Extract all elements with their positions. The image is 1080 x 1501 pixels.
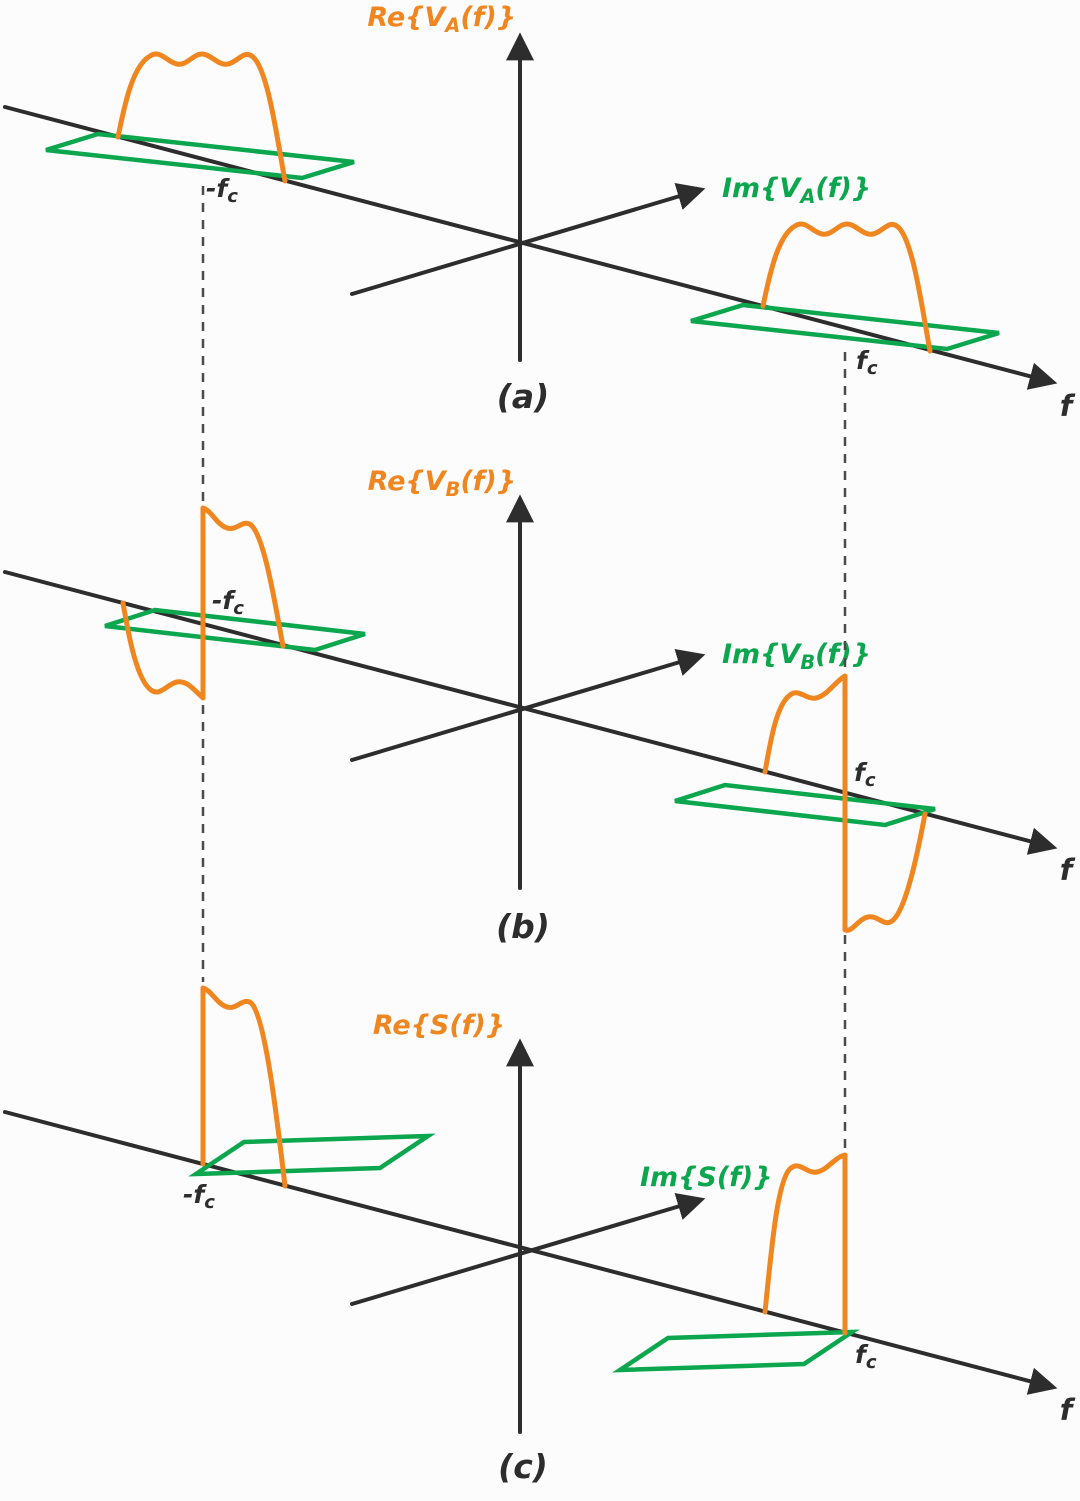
neg-freq-tick-label: -fc bbox=[212, 586, 244, 619]
panel-caption: (c) bbox=[498, 1447, 548, 1486]
f-axis-label: f bbox=[1060, 1393, 1076, 1427]
im-axis-label: Im{VB(f)} bbox=[722, 639, 871, 674]
neg-carrier-plane bbox=[188, 1133, 436, 1177]
im-axis-label: Im{VA(f)} bbox=[722, 173, 871, 208]
f-axis-label: f bbox=[1060, 389, 1076, 423]
neg-spectrum-curve bbox=[120, 505, 286, 701]
pos-freq-tick-label: fc bbox=[854, 758, 876, 791]
panel-a: Re{VA(f)} Im{VA(f)} f -fc fc (a) bbox=[3, 2, 1076, 423]
re-axis-label: Re{VB(f)} bbox=[368, 466, 516, 501]
panel-c: Re{S(f)} Im{S(f)} f -fc fc (c) bbox=[3, 985, 1076, 1486]
pos-carrier-plane bbox=[690, 302, 1000, 352]
im-axis-label: Im{S(f)} bbox=[640, 1162, 773, 1193]
panel-b: Re{VB(f)} Im{VB(f)} f -fc fc (b) bbox=[3, 466, 1076, 946]
pos-spectrum-curve bbox=[760, 221, 933, 354]
neg-freq-tick-label: -fc bbox=[206, 174, 238, 207]
f-axis-label: f bbox=[1060, 853, 1076, 887]
im-axis bbox=[350, 1193, 706, 1306]
pos-carrier-plane bbox=[674, 782, 936, 828]
pos-freq-tick-label: fc bbox=[856, 346, 878, 379]
neg-carrier-plane bbox=[45, 131, 355, 181]
neg-carrier-plane bbox=[104, 607, 366, 653]
neg-spectrum-curve bbox=[200, 985, 288, 1189]
f-axis bbox=[3, 105, 1058, 390]
im-axis bbox=[350, 183, 706, 296]
re-axis-label: Re{VA(f)} bbox=[367, 2, 516, 37]
pos-carrier-plane bbox=[612, 1329, 860, 1373]
pos-spectrum-curve bbox=[762, 1152, 848, 1336]
neg-freq-tick-label: -fc bbox=[183, 1180, 215, 1213]
pos-freq-tick-label: fc bbox=[855, 1340, 877, 1373]
re-axis-label: Re{S(f)} bbox=[373, 1010, 505, 1041]
pos-spectrum-curve bbox=[762, 673, 928, 933]
panel-caption: (a) bbox=[497, 377, 549, 416]
neg-spectrum-curve bbox=[115, 51, 288, 184]
im-axis bbox=[350, 649, 706, 762]
panel-caption: (b) bbox=[496, 907, 550, 946]
alignment-guides bbox=[201, 186, 847, 1150]
